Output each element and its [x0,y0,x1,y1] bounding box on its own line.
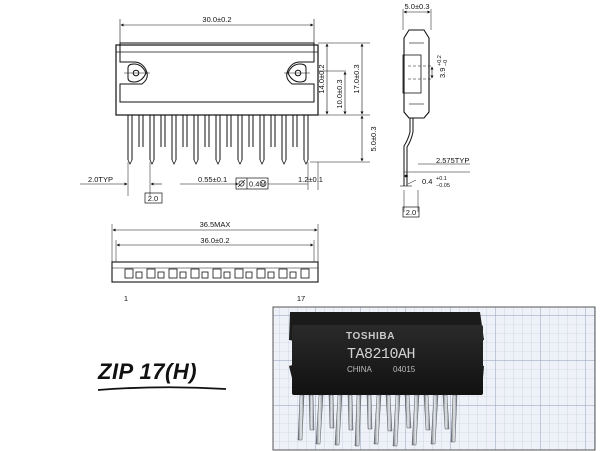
dim-lead-thickness-tol-minus: −0.05 [436,183,450,189]
dim-max-label: 36.5MAX [200,220,231,229]
dim-height-body-label: 14.0±0.2 [317,64,326,93]
dim-pitch-box-label: 2.0 [148,194,158,203]
dim-hole-tol-minus: −0 [443,60,449,66]
tolerance-value: 0.4 [249,180,259,189]
chip-photo: TOSHIBA TA8210AH CHINA 04015 [272,306,596,451]
dim-lead-thickness-tol-plus: +0.1 [436,176,447,182]
dim-lead-offset-label: 1.2±0.1 [298,175,323,184]
dim-height-overall-label: 17.0±0.3 [352,64,361,93]
chip-origin-text: CHINA [347,365,373,374]
tolerance-frame: 0.4 M [237,180,267,189]
dim-tab-hole-label: 10.0±0.3 [335,79,344,108]
pin-first-label: 1 [124,294,128,303]
dim-lead-thickness-label: 0.4 [422,177,432,186]
dim-thickness-label: 5.0±0.3 [405,2,430,11]
dim-lead-thickness-group: 0.4 +0.1 −0.05 [422,176,450,189]
pin-last-label: 17 [297,294,305,303]
side-view [400,9,470,218]
dim-width-label: 30.0±0.2 [202,15,231,24]
chip-brand-text: TOSHIBA [346,331,395,342]
package-title-underline [97,386,227,391]
bottom-view [111,224,319,283]
dim-length-label: 36.0±0.2 [200,236,229,245]
bottom-view-labels: 36.5MAX 36.0±0.2 1 17 [124,220,305,303]
dim-lead-length-label: 5.0±0.3 [369,127,378,152]
top-view [80,19,370,204]
top-view-labels: 30.0±0.2 14.0±0.2 10.0±0.3 17.0±0.3 5.0±… [88,15,378,203]
dim-hole-tol-plus: +0.2 [437,55,443,66]
dim-hole-group: 3.9 +0.2 −0 [437,55,449,78]
dim-hole-label: 3.9 [438,68,447,78]
dim-lead-bend-label: 2.575TYP [436,156,469,165]
dim-pitch-typ-label: 2.0TYP [88,175,113,184]
svg-text:M: M [261,182,266,188]
side-view-labels: 5.0±0.3 3.9 +0.2 −0 2.575TYP 0.4 +0.1 −0… [405,2,470,217]
package-title: ZIP 17(H) [98,359,198,384]
dim-side-box-label: 2.0 [406,208,416,217]
chip-part-text: TA8210AH [347,346,415,363]
dim-lead-width-label: 0.55±0.1 [198,175,227,184]
chip-code-text: 04015 [393,365,416,374]
